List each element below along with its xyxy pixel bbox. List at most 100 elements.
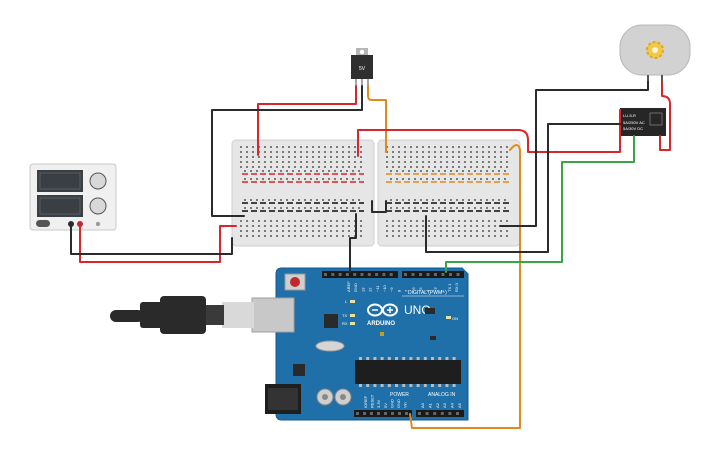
header-pin[interactable]: [434, 273, 437, 276]
breadboard-hole: [404, 146, 406, 148]
breadboard-hole: [488, 146, 490, 148]
power-supply[interactable]: [29, 163, 117, 231]
voltage-knob[interactable]: [89, 172, 107, 190]
analog-header[interactable]: [416, 410, 464, 417]
header-pin[interactable]: [418, 412, 421, 415]
breadboard-hole: [264, 166, 266, 168]
header-pin[interactable]: [426, 273, 430, 276]
breadboard-hole: [428, 166, 430, 168]
header-pin[interactable]: [419, 273, 422, 276]
header-pin[interactable]: [389, 273, 393, 276]
wire-red-motor[interactable]: [659, 81, 671, 151]
breadboard-hole: [328, 170, 330, 172]
breadboard-hole: [256, 170, 258, 172]
breadboard-hole: [458, 225, 460, 227]
breadboard-hole: [482, 220, 484, 222]
breadboard-hole: [506, 220, 508, 222]
breadboard-hole: [306, 220, 308, 222]
header-pin[interactable]: [456, 412, 459, 415]
header-pin[interactable]: [405, 412, 408, 415]
breadboard-hole: [294, 235, 296, 237]
header-pin[interactable]: [440, 412, 444, 415]
header-pin[interactable]: [331, 273, 335, 276]
breadboard-hole: [506, 151, 508, 153]
header-pin[interactable]: [370, 412, 373, 415]
header-pin[interactable]: [367, 273, 371, 276]
breadboard-hole: [390, 199, 392, 201]
breadboard-hole: [486, 207, 488, 209]
header-pin[interactable]: [338, 273, 342, 276]
header-pin[interactable]: [404, 273, 407, 276]
wire-red-rail-bridge[interactable]: [357, 109, 621, 157]
breadboard-hole: [294, 161, 296, 163]
breadboard-hole: [252, 156, 254, 158]
breadboard-hole: [270, 161, 272, 163]
breadboard-hole: [336, 146, 338, 148]
wire-black-breadboard-to-arduino[interactable]: [425, 123, 621, 253]
breadboard-hole: [416, 166, 418, 168]
header-pin[interactable]: [433, 412, 437, 415]
header-pin[interactable]: [377, 412, 380, 415]
power-header[interactable]: [354, 410, 412, 417]
dc-motor[interactable]: [619, 24, 691, 82]
header-pin[interactable]: [384, 412, 387, 415]
breadboard-power-rail-top: [242, 173, 510, 183]
wire-black-rail-bridge[interactable]: [371, 200, 387, 213]
header-pin[interactable]: [363, 412, 366, 415]
power-supply-negative-terminal[interactable]: [68, 221, 74, 227]
header-pin[interactable]: [449, 273, 452, 276]
header-pin[interactable]: [360, 273, 364, 276]
header-pin[interactable]: [382, 273, 386, 276]
current-knob[interactable]: [89, 197, 107, 215]
wire-green-relay-signal[interactable]: [445, 135, 635, 273]
breadboard-hole: [416, 225, 418, 227]
header-pin[interactable]: [375, 273, 379, 276]
breadboard-hole: [270, 166, 272, 168]
header-pin[interactable]: [411, 273, 415, 276]
header-pin[interactable]: [391, 412, 394, 415]
digital-header-left[interactable]: [322, 271, 398, 278]
wire-red-regulator-input[interactable]: [257, 85, 357, 156]
breadboard-hole: [258, 220, 260, 222]
power-switch[interactable]: [36, 220, 50, 227]
breadboard-hole: [330, 156, 332, 158]
digital-header-right[interactable]: [402, 271, 464, 278]
header-pin[interactable]: [356, 412, 359, 415]
usb-connector[interactable]: [110, 296, 295, 334]
wires[interactable]: [70, 81, 671, 429]
breadboard[interactable]: [231, 139, 521, 247]
wire-orange-arduino-5v[interactable]: [409, 144, 521, 429]
voltage-regulator[interactable]: 5V: [351, 48, 373, 86]
breadboard-left-half[interactable]: [231, 139, 375, 247]
relay[interactable]: LU-5-R 5A/250V AC 5A/30V DC: [620, 108, 666, 136]
power-supply-positive-terminal[interactable]: [77, 221, 83, 227]
header-pin[interactable]: [353, 273, 357, 276]
chip-pin: [402, 357, 406, 360]
breadboard-hole: [340, 207, 342, 209]
wire-black-motor[interactable]: [499, 81, 649, 227]
wire-black-arduino-ground[interactable]: [349, 213, 357, 273]
breadboard-hole: [426, 199, 428, 201]
header-pin[interactable]: [448, 412, 452, 415]
breadboard-hole: [358, 207, 360, 209]
header-pin[interactable]: [345, 273, 349, 276]
breadboard-hole: [498, 170, 500, 172]
breadboard-hole: [292, 207, 294, 209]
wire-orange-regulator-output[interactable]: [367, 85, 387, 153]
breadboard-hole: [434, 151, 436, 153]
header-pin[interactable]: [324, 273, 327, 276]
breadboard-hole: [398, 230, 400, 232]
header-pin[interactable]: [398, 412, 401, 415]
header-pin[interactable]: [441, 273, 445, 276]
wire-red-power-supply[interactable]: [79, 225, 237, 263]
wire-black-power-supply[interactable]: [70, 225, 233, 255]
header-pin[interactable]: [425, 412, 429, 415]
wire-black-regulator-ground[interactable]: [211, 85, 363, 217]
reset-button[interactable]: [284, 273, 306, 291]
breadboard-hole: [300, 220, 302, 222]
header-pin[interactable]: [456, 273, 460, 276]
breadboard-hole: [360, 166, 362, 168]
breadboard-hole: [470, 220, 472, 222]
